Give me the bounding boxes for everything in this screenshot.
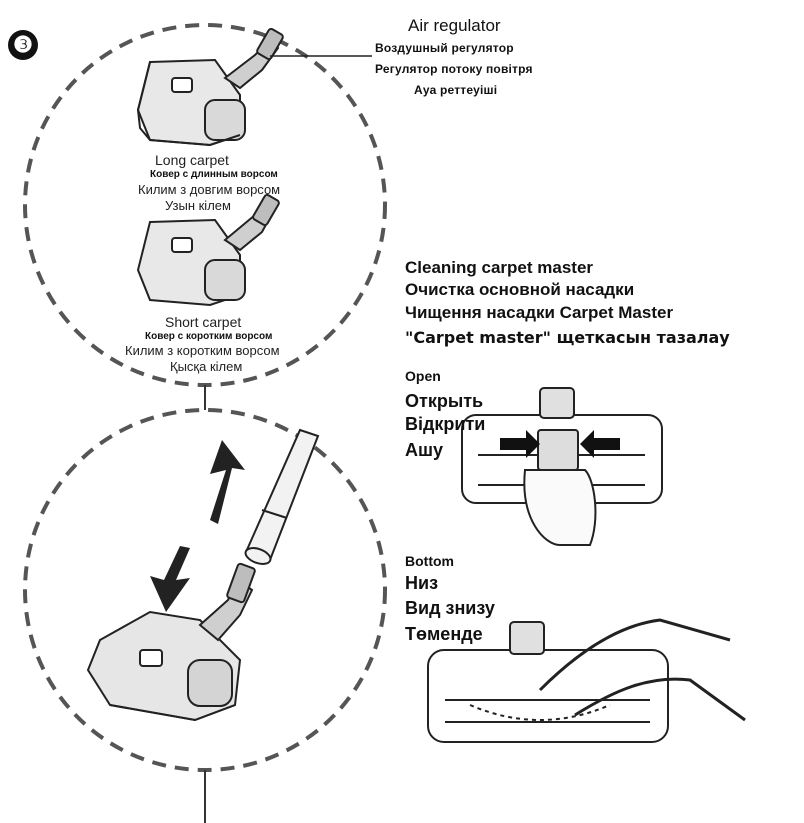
step-number-badge: ❸ — [8, 30, 38, 60]
air-regulator-label-kk: Ауа реттеуіші — [414, 83, 498, 97]
scissors-icon — [538, 618, 746, 722]
air-regulator-label-uk: Регулятор потоку повітря — [375, 62, 533, 76]
cleaning-title-en: Cleaning carpet master — [405, 258, 594, 277]
air-regulator-label-ru: Воздушный регулятор — [375, 41, 514, 55]
brush-short-carpet-icon — [136, 193, 280, 307]
open-label-uk: Відкрити — [405, 414, 486, 434]
long-carpet-label-ru: Ковер с длинным ворсом — [150, 169, 278, 180]
long-carpet-label-uk: Килим з довгим ворсом — [138, 182, 281, 197]
attach-arrow-down-icon — [150, 546, 190, 612]
short-carpet-label-ru: Ковер с коротким ворсом — [145, 331, 273, 342]
brush-long-carpet-icon — [136, 27, 284, 147]
open-label-ru: Открыть — [405, 391, 484, 411]
bottom-label-ru: Низ — [405, 573, 439, 593]
brush-bottom-diagram-icon — [427, 621, 669, 743]
cleaning-title-uk: Чищення насадки Carpet Master — [405, 303, 674, 322]
cleaning-title-kk: "Carpet master" щеткасын тазалау — [405, 328, 730, 347]
air-regulator-label-en: Air regulator — [408, 16, 501, 35]
open-label-en: Open — [405, 368, 441, 384]
short-carpet-label-kk: Қысқа кілем — [170, 359, 243, 374]
bottom-label-uk: Вид знизу — [405, 598, 495, 618]
cleaning-title-ru: Очистка основной насадки — [405, 280, 635, 299]
bottom-label-kk: Төменде — [405, 624, 483, 644]
short-carpet-label-en: Short carpet — [165, 314, 242, 330]
short-carpet-label-uk: Килим з коротким ворсом — [125, 343, 280, 358]
long-carpet-label-kk: Узын кілем — [165, 198, 231, 213]
press-arrow-right-icon — [580, 430, 620, 458]
tube-icon — [244, 428, 320, 565]
open-label-kk: Ашу — [405, 440, 444, 460]
bottom-label-en: Bottom — [405, 553, 454, 569]
brush-attached-icon — [86, 562, 256, 722]
brush-open-diagram-icon — [461, 387, 663, 546]
attach-arrow-up-icon — [210, 440, 245, 524]
press-arrow-left-icon — [500, 430, 540, 458]
long-carpet-label-en: Long carpet — [155, 152, 229, 168]
